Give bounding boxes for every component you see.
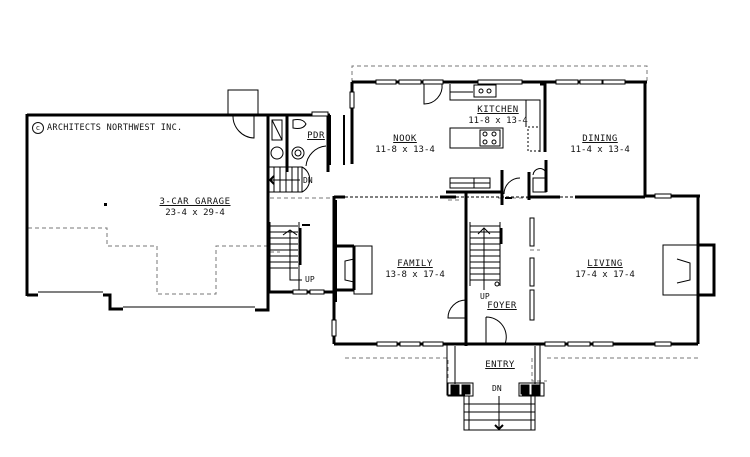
room-dims: 11-4 x 13-4 (570, 145, 630, 155)
room-label-dining: DINING 11-4 x 13-4 (565, 135, 635, 155)
kitchen-counters (449, 82, 547, 152)
room-label-living: LIVING 17-4 x 17-4 (565, 260, 645, 280)
room-name: ENTRY (485, 360, 515, 370)
nook-door (423, 83, 443, 105)
room-name: 3-CAR GARAGE (159, 197, 231, 207)
room-dims: 13-8 x 17-4 (385, 270, 445, 280)
stair-label-garage-dn: DN (303, 176, 313, 185)
stair-up-foyer (469, 222, 503, 290)
garage-entry-door (227, 89, 259, 139)
room-dims: 17-4 x 17-4 (575, 270, 635, 280)
room-label-garage: 3-CAR GARAGE 23-4 x 29-4 (130, 198, 260, 218)
room-name: FAMILY (397, 259, 433, 269)
living-fireplace (662, 243, 716, 297)
stair-label-foyer-up: UP (480, 292, 490, 301)
room-label-family: FAMILY 13-8 x 17-4 (375, 260, 455, 280)
stair-up-rear (269, 222, 310, 292)
windows-bottom (331, 217, 672, 347)
room-name: NOOK (393, 134, 417, 144)
room-label-nook: NOOK 11-8 x 13-4 (370, 135, 440, 155)
room-name: KITCHEN (477, 105, 519, 115)
rear-stair-walls (268, 289, 335, 295)
copyright-text: ARCHITECTS NORTHWEST INC. (47, 123, 183, 133)
entry-porch (446, 344, 545, 431)
foyer-walls (447, 205, 507, 346)
family-fireplace (335, 200, 373, 302)
copyright-icon: c (32, 122, 44, 134)
room-dims: 11-8 x 13-4 (468, 116, 528, 126)
room-name: LIVING (587, 259, 623, 269)
dashed-overhang-lines (28, 65, 698, 382)
room-label-entry: ENTRY (478, 361, 522, 370)
room-dims: 23-4 x 29-4 (165, 208, 225, 218)
room-name: PDR (307, 131, 325, 141)
room-name: DINING (582, 134, 618, 144)
windows-top (349, 79, 672, 199)
kitchen-pantry (446, 160, 548, 210)
room-name: FOYER (487, 301, 517, 311)
stair-label-entry-dn: DN (492, 384, 502, 393)
room-label-kitchen: KITCHEN 11-8 x 13-4 (458, 106, 538, 126)
room-label-foyer: FOYER (480, 302, 524, 311)
garage-walls (25, 113, 270, 312)
stair-down-garage (267, 166, 311, 193)
pdr-area (264, 111, 345, 200)
room-label-pdr: PDR (306, 132, 326, 141)
stair-label-rear-up: UP (305, 275, 315, 284)
room-dims: 11-8 x 13-4 (375, 145, 435, 155)
